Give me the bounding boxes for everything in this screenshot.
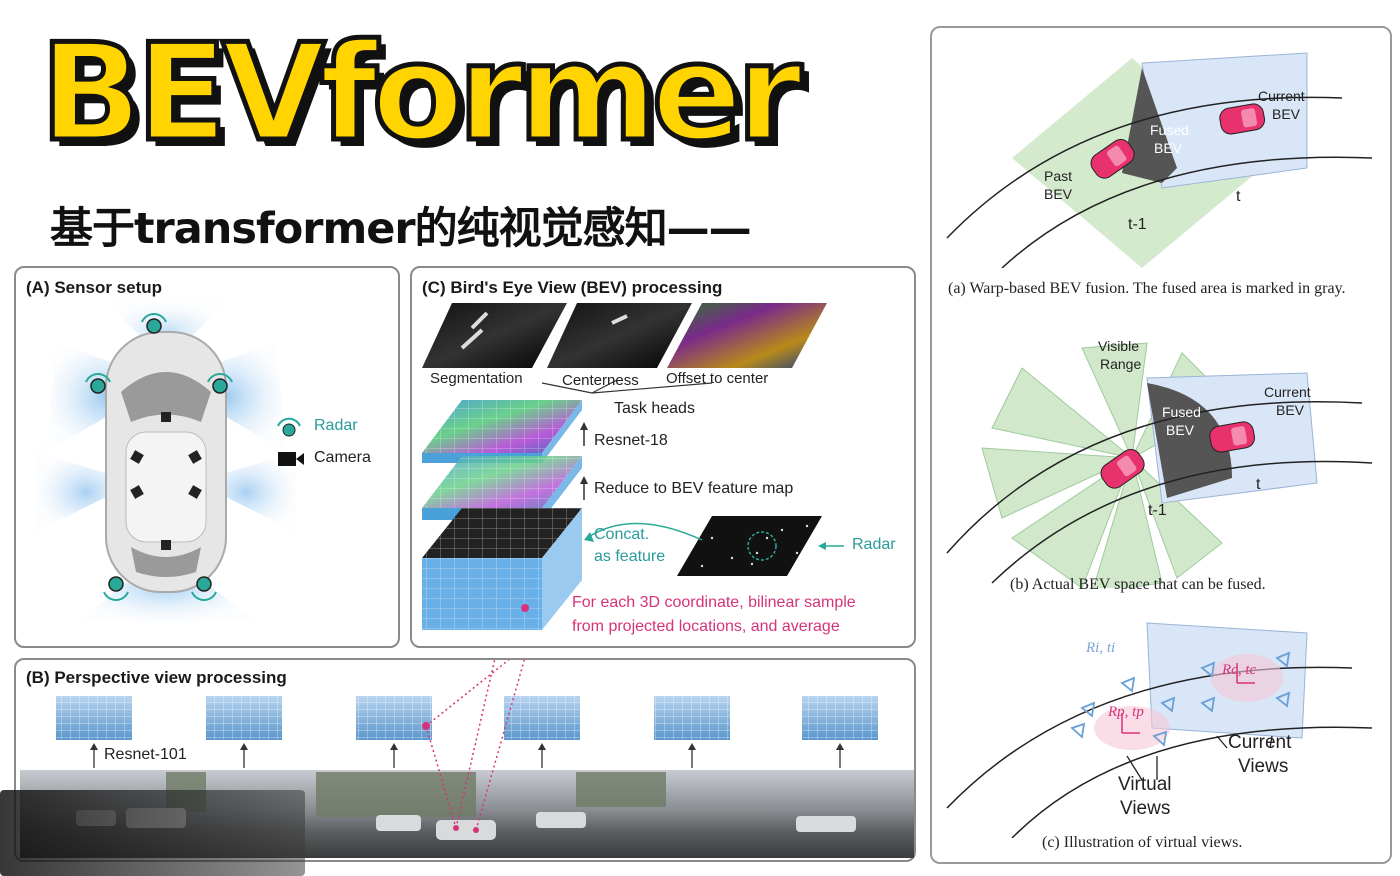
- page-subtitle: 基于transformer的纯视觉感知——: [50, 204, 752, 254]
- b-visible-range-line1: Visible: [1098, 338, 1139, 354]
- c-caption: (c) Illustration of virtual views.: [1042, 834, 1243, 851]
- b-current-bev-line1: Current: [1264, 384, 1311, 400]
- c-current-views-line1: Current: [1228, 732, 1292, 753]
- resnet101-label: Resnet-101: [104, 746, 187, 763]
- reduce-label: Reduce to BEV feature map: [594, 480, 794, 497]
- b-t-prev-label: t-1: [1148, 502, 1167, 519]
- c-virtual-views-line1: Virtual: [1118, 774, 1172, 795]
- bev-processing-panel: (C) Bird's Eye View (BEV) processing: [410, 266, 916, 648]
- a-current-bev-line1: Current: [1258, 88, 1305, 104]
- b-caption: (b) Actual BEV space that can be fused.: [1010, 576, 1266, 593]
- sample-label-line1: For each 3D coordinate, bilinear sample: [572, 594, 856, 611]
- virtual-views-diagram: [946, 622, 1373, 838]
- bev-processing-title: (C) Bird's Eye View (BEV) processing: [422, 278, 723, 297]
- concat-label-line2: as feature: [594, 548, 666, 565]
- c-virtual-views-line2: Views: [1120, 798, 1171, 819]
- head-label-segmentation: Segmentation: [430, 370, 523, 387]
- a-fused-bev-line2: BEV: [1154, 140, 1183, 156]
- camera-legend-label: Camera: [314, 449, 371, 466]
- actual-bev-space-diagram: [946, 342, 1373, 588]
- radar-legend-icon: [277, 417, 301, 437]
- sample-label-line2: from projected locations, and average: [572, 618, 840, 635]
- radar-input-label: Radar: [852, 536, 896, 553]
- a-past-bev-line2: BEV: [1044, 186, 1073, 202]
- warp-fusion-diagram: [946, 52, 1373, 268]
- a-t-label: t: [1236, 188, 1241, 205]
- page-title: BEVformer: [37, 15, 804, 171]
- c-ri-label: Ri, ti: [1086, 640, 1116, 656]
- resnet18-label: Resnet-18: [594, 432, 668, 449]
- a-t-prev-label: t-1: [1128, 216, 1147, 233]
- b-t-label: t: [1256, 476, 1261, 493]
- car-sensor-diagram: [36, 302, 296, 622]
- sensor-setup-panel: (A) Sensor setup: [14, 266, 400, 648]
- b-fused-bev-line1: Fused: [1162, 404, 1201, 420]
- c-current-views-line2: Views: [1238, 756, 1289, 777]
- camera-legend-icon: [278, 452, 304, 466]
- corner-overlay: [0, 790, 305, 876]
- a-fused-bev-line1: Fused: [1150, 122, 1189, 138]
- task-heads-label: Task heads: [614, 400, 695, 417]
- a-past-bev-line1: Past: [1044, 168, 1073, 184]
- a-current-bev-line2: BEV: [1272, 106, 1301, 122]
- sensor-setup-title: (A) Sensor setup: [26, 278, 163, 297]
- concat-label-line1: Concat.: [594, 526, 650, 543]
- bev-pipeline-diagram: [422, 303, 844, 630]
- perspective-view-title: (B) Perspective view processing: [26, 668, 287, 687]
- radar-legend-label: Radar: [314, 417, 358, 434]
- c-rc-label: Rc, tc: [1222, 662, 1257, 678]
- a-caption: (a) Warp-based BEV fusion. The fused are…: [948, 280, 1346, 297]
- temporal-fusion-panel: Past BEV Fused BEV Current BEV t-1 t (a)…: [930, 26, 1392, 864]
- c-rp-label: Rp, tp: [1108, 704, 1144, 720]
- head-label-offset: Offset to center: [666, 370, 769, 387]
- b-fused-bev-line2: BEV: [1166, 422, 1195, 438]
- b-current-bev-line2: BEV: [1276, 402, 1305, 418]
- head-label-centerness: Centerness: [562, 372, 639, 389]
- b-visible-range-line2: Range: [1100, 356, 1142, 372]
